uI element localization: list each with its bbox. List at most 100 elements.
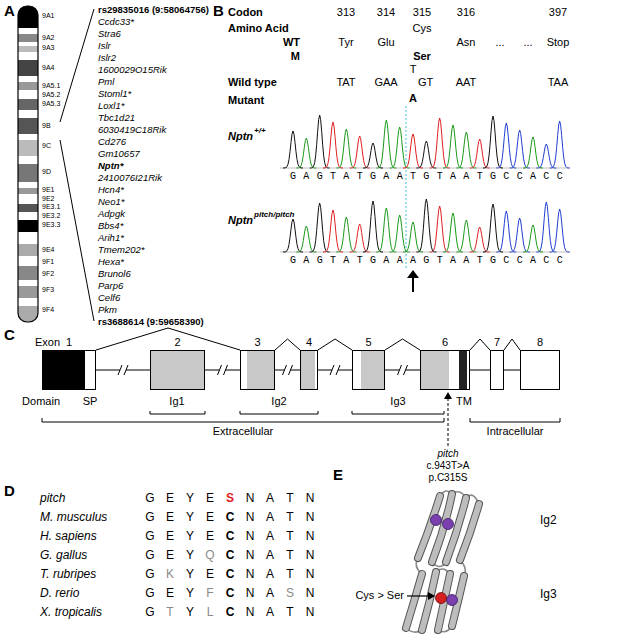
chromosome-bands (18, 164, 38, 182)
residue: E (166, 530, 174, 544)
residue: N (306, 511, 315, 525)
codon-number: 316 (457, 6, 475, 19)
callout-arrow (407, 592, 435, 600)
row-header: Amino Acid (228, 22, 289, 35)
row-header: Wild type (228, 76, 277, 89)
exon-box: 3 (240, 350, 275, 390)
trace-peak (323, 122, 343, 168)
residue: T (286, 549, 293, 563)
chromosome-bands (18, 220, 38, 232)
residue: A (266, 606, 274, 620)
amino-acid: Tyr (338, 36, 353, 49)
residue: N (306, 549, 315, 563)
protein-strand (460, 504, 479, 560)
residue: G (145, 606, 154, 620)
residue: N (306, 530, 315, 544)
break-mark (218, 365, 222, 375)
residue: Y (186, 530, 194, 544)
gene-name: Islr (98, 40, 111, 51)
band-label: 9F4 (42, 306, 54, 314)
cysteine-sphere (431, 515, 442, 526)
trace-peak (363, 143, 383, 168)
break-mark (404, 365, 408, 375)
splice-line (275, 339, 300, 350)
chromosome-bands (18, 60, 38, 76)
gene-name: Hexa* (98, 256, 124, 267)
chromosome-bands (18, 298, 38, 306)
break-mark (336, 365, 340, 375)
row-header: Codon (228, 6, 263, 19)
chromosome-bands (18, 118, 38, 134)
exon-box: 5 (352, 350, 385, 390)
trace-peak (510, 218, 530, 252)
gene-name: Nptn* (98, 160, 123, 171)
pitch-arrow (448, 399, 449, 446)
chromosome-bands (18, 188, 38, 194)
nucleotide: A (409, 92, 417, 105)
gene-name: Gm10657 (98, 148, 140, 159)
residue: A (266, 492, 274, 506)
trace-peak (470, 227, 490, 252)
callout-arrow (428, 592, 435, 600)
break-mark (118, 365, 128, 375)
residue: T (286, 568, 293, 582)
mutation-label: Cys > Ser (355, 589, 404, 602)
band-label: 9A5.1 (42, 82, 60, 90)
trace-peak (376, 208, 396, 252)
codon-number: 315 (413, 6, 431, 19)
chromosome-bands (18, 212, 38, 220)
codon-sequence: TAA (548, 76, 569, 89)
residue: T (286, 511, 293, 525)
chromosome-bands (18, 76, 38, 82)
trace-peak (430, 206, 450, 252)
residue: E (206, 511, 214, 525)
residue: A (266, 511, 274, 525)
nucleotide: T (410, 63, 417, 76)
cysteine-sphere (443, 519, 454, 530)
break-mark (398, 365, 408, 375)
residue: G (145, 530, 154, 544)
trace-peak (536, 202, 556, 252)
break-mark (398, 365, 402, 375)
residue: T (286, 530, 293, 544)
panel-letter: C (4, 326, 15, 343)
protein-strand-outline (422, 572, 436, 630)
gene-name: Adpgk (98, 208, 125, 219)
codon-sequence: GT (418, 76, 433, 89)
exon-number: 3 (254, 336, 260, 349)
splice-line (504, 339, 520, 350)
residue: E (206, 568, 214, 582)
trace-peak (390, 215, 410, 252)
residue: G (145, 587, 154, 601)
amino-acid: ... (495, 36, 504, 49)
exon-number: 4 (306, 336, 312, 349)
trace-peak (363, 201, 383, 252)
residue: A (266, 549, 274, 563)
exon-box: 2 (150, 350, 205, 390)
gene-name: Brunol6 (98, 268, 131, 279)
species-name: M. musculus (40, 511, 107, 525)
break-mark (283, 365, 293, 375)
band-label: 9A5.2 (42, 91, 60, 99)
gene-name: Stoml1* (98, 88, 131, 99)
break-mark (118, 365, 122, 375)
residue: C (226, 606, 235, 620)
band-label: 9B (42, 122, 51, 130)
trace-peak (403, 134, 423, 168)
exon-number: 5 (365, 336, 371, 349)
mutation-label: pitch (437, 448, 458, 460)
gene-name: Islr2 (98, 52, 116, 63)
residue: E (166, 587, 174, 601)
residue: Y (186, 549, 194, 563)
splice-line (385, 339, 420, 350)
splice-line (96, 328, 240, 350)
band-label: 9E3.1 (42, 203, 60, 211)
residue: N (306, 606, 315, 620)
band-label: 9A3 (42, 44, 54, 52)
band-label: 9F2 (42, 270, 54, 278)
chromosome-outline (18, 6, 38, 322)
base-calls: GAGTATGAATGTAATGCCACC (290, 171, 570, 183)
chromosome-bands (18, 42, 38, 46)
chromosome-bands (18, 90, 38, 99)
residue: C (226, 568, 235, 582)
